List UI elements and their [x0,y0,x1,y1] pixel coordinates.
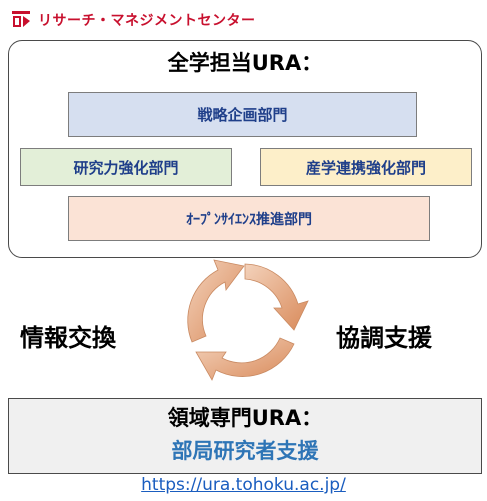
dept-research-enhancement: 研究力強化部門 [20,148,232,186]
dept-strategy-planning: 戦略企画部門 [68,92,417,137]
center-logo-icon [10,9,32,29]
dept-industry-collaboration: 産学連携強化部門 [260,148,472,186]
cooperative-support-label: 協調支援 [336,324,432,352]
center-name: リサーチ・マネジメントセンター [38,13,256,29]
info-exchange-label: 情報交換 [20,324,116,352]
department-researcher-support-label: 部局研究者支援 [171,439,319,463]
dept-open-science: ｵｰﾌﾟﾝｻｲｴﾝｽ推進部門 [68,196,430,241]
cycle-arrows-icon [170,246,320,396]
field-specific-ura-title: 領域専門URA： [167,406,323,430]
university-wide-ura-title: 全学担当URA： [167,51,323,75]
field-specific-ura-panel [8,398,482,474]
ura-website-link[interactable]: https://ura.tohoku.ac.jp/ [141,475,346,495]
